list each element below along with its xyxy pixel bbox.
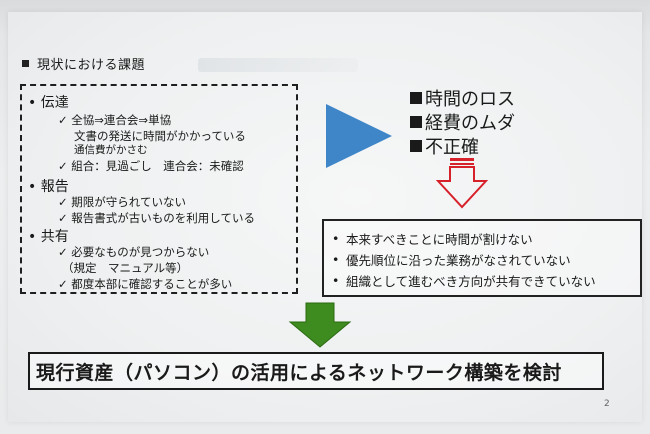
red-down-arrow-icon: [436, 158, 488, 209]
loss-item-time: 時間のロス: [410, 86, 515, 110]
transmission-item-3: 通信費がかさむ: [74, 144, 148, 156]
consequence-item: • 組織として進むべき方向が共有できていない: [332, 273, 596, 289]
checkmark-icon: ✓: [58, 195, 68, 209]
slide-title-text: 現状における課題: [37, 58, 146, 73]
category-transmission: • 伝達: [28, 95, 69, 111]
dot-bullet-icon: •: [332, 273, 340, 288]
category-sharing: • 共有: [28, 229, 69, 245]
page-number: 2: [604, 399, 610, 409]
dot-bullet-icon: •: [28, 95, 37, 111]
dot-bullet-icon: •: [28, 179, 37, 195]
checkmark-icon: ✓: [58, 211, 68, 225]
black-square-icon: [410, 92, 422, 104]
sharing-item-1: ✓ 必要なものが見つからない: [58, 245, 210, 259]
report-item-1: ✓ 期限が守られていない: [58, 195, 186, 209]
loss-item-accuracy: 不正確: [410, 134, 515, 158]
transmission-item-2: 文書の発送に時間がかかっている: [74, 129, 246, 143]
faint-background-text: [198, 58, 358, 72]
consequences-box: • 本来すべきことに時間が割けない • 優先順位に沿った業務がなされていない •…: [322, 219, 642, 297]
transmission-item-1: ✓ 全協⇒連合会⇒単協: [58, 113, 172, 127]
issues-dashed-box: • 伝達 ✓ 全協⇒連合会⇒単協 文書の発送に時間がかかっている 通信費がかさむ…: [20, 84, 298, 294]
sharing-item-2: （規定 マニュアル等）: [62, 261, 189, 275]
category-report: • 報告: [28, 179, 69, 195]
dot-bullet-icon: •: [332, 252, 340, 267]
checkmark-icon: ✓: [58, 159, 68, 173]
black-square-icon: [410, 116, 422, 128]
checkmark-icon: ✓: [58, 245, 68, 259]
green-down-arrow-icon: [288, 302, 352, 348]
conclusion-box: 現行資産（パソコン）の活用によるネットワーク構築を検討: [28, 352, 604, 390]
sharing-item-3: ✓ 都度本部に確認することが多い: [58, 277, 233, 291]
dot-bullet-icon: •: [28, 229, 37, 245]
loss-item-cost: 経費のムダ: [410, 110, 515, 134]
checkmark-icon: ✓: [58, 277, 68, 291]
square-bullet-icon: [22, 60, 29, 67]
losses-list: 時間のロス 経費のムダ 不正確: [410, 86, 515, 158]
consequence-item: • 本来すべきことに時間が割けない: [332, 231, 533, 247]
transmission-item-4: ✓ 組合：見過ごし 連合会：未確認: [58, 159, 244, 173]
presentation-slide: 現状における課題 • 伝達 ✓ 全協⇒連合会⇒単協 文書の発送に時間がかかってい…: [8, 12, 642, 422]
slide-title: 現状における課題: [22, 54, 145, 73]
consequence-item: • 優先順位に沿った業務がなされていない: [332, 252, 571, 268]
blue-triangle-arrow-icon: [326, 104, 392, 168]
report-item-2: ✓ 報告書式が古いものを利用している: [58, 211, 255, 225]
black-square-icon: [410, 140, 422, 152]
checkmark-icon: ✓: [58, 113, 68, 127]
dot-bullet-icon: •: [332, 231, 340, 246]
